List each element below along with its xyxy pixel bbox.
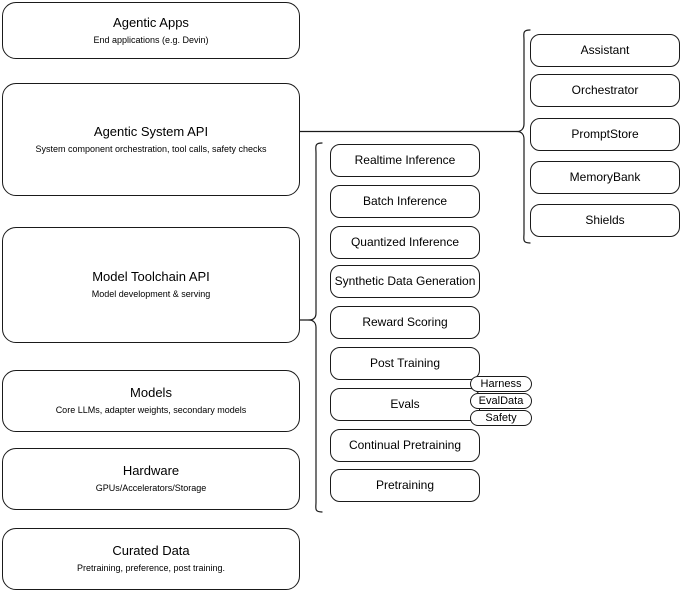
layer-title: Hardware xyxy=(122,463,180,478)
eval-tag-evaldata[interactable]: EvalData xyxy=(470,393,532,409)
component-label: Orchestrator xyxy=(571,83,639,97)
capability-box-evals[interactable]: Evals xyxy=(330,388,480,421)
capability-label: Evals xyxy=(390,397,420,411)
capability-label: Post Training xyxy=(369,356,441,370)
layer-subtitle: Model development & serving xyxy=(91,289,211,299)
capability-label: Pretraining xyxy=(375,478,435,492)
capability-box-continual-pretraining[interactable]: Continual Pretraining xyxy=(330,429,480,462)
component-box-shields[interactable]: Shields xyxy=(530,204,680,237)
brace-toolchain-capabilities xyxy=(308,142,323,513)
brace-system-components xyxy=(516,29,531,244)
capability-box-reward-scoring[interactable]: Reward Scoring xyxy=(330,306,480,339)
capability-box-batch-inference[interactable]: Batch Inference xyxy=(330,185,480,218)
layer-box-model-toolchain-api[interactable]: Model Toolchain API Model development & … xyxy=(2,227,300,343)
eval-tag-safety[interactable]: Safety xyxy=(470,410,532,426)
layer-title: Agentic Apps xyxy=(113,14,189,30)
layer-box-agentic-system-api[interactable]: Agentic System API System component orch… xyxy=(2,83,300,196)
component-box-assistant[interactable]: Assistant xyxy=(530,34,680,67)
layer-subtitle: End applications (e.g. Devin) xyxy=(93,34,209,45)
layer-subtitle: System component orchestration, tool cal… xyxy=(35,143,267,154)
layer-box-curated-data[interactable]: Curated Data Pretraining, preference, po… xyxy=(2,528,300,590)
eval-tag-harness[interactable]: Harness xyxy=(470,376,532,392)
capability-label: Batch Inference xyxy=(362,194,448,208)
layer-box-models[interactable]: Models Core LLMs, adapter weights, secon… xyxy=(2,370,300,432)
capability-box-realtime-inference[interactable]: Realtime Inference xyxy=(330,144,480,177)
layer-subtitle: GPUs/Accelerators/Storage xyxy=(95,483,207,493)
layer-box-agentic-apps[interactable]: Agentic Apps End applications (e.g. Devi… xyxy=(2,2,300,59)
capability-label: Quantized Inference xyxy=(350,235,460,249)
layer-title: Curated Data xyxy=(112,543,190,558)
capability-box-pretraining[interactable]: Pretraining xyxy=(330,469,480,502)
layer-title: Model Toolchain API xyxy=(92,269,210,284)
component-box-memorybank[interactable]: MemoryBank xyxy=(530,161,680,194)
capability-box-synthetic-data-generation[interactable]: Synthetic Data Generation xyxy=(330,265,480,298)
capability-box-post-training[interactable]: Post Training xyxy=(330,347,480,380)
component-label: PromptStore xyxy=(571,127,639,141)
layer-title: Models xyxy=(130,385,172,400)
component-label: Shields xyxy=(585,213,625,227)
component-label: Assistant xyxy=(580,43,630,57)
component-box-promptstore[interactable]: PromptStore xyxy=(530,118,680,151)
component-box-orchestrator[interactable]: Orchestrator xyxy=(530,74,680,107)
component-label: MemoryBank xyxy=(569,170,641,184)
layer-subtitle: Pretraining, preference, post training. xyxy=(76,563,226,573)
capability-box-quantized-inference[interactable]: Quantized Inference xyxy=(330,226,480,259)
capability-label: Reward Scoring xyxy=(362,315,448,329)
layer-box-hardware[interactable]: Hardware GPUs/Accelerators/Storage xyxy=(2,448,300,510)
layer-subtitle: Core LLMs, adapter weights, secondary mo… xyxy=(55,405,247,415)
capability-label: Realtime Inference xyxy=(354,153,456,167)
layer-title: Agentic System API xyxy=(93,123,209,139)
capability-label: Synthetic Data Generation xyxy=(334,274,476,288)
capability-label: Continual Pretraining xyxy=(348,438,462,452)
